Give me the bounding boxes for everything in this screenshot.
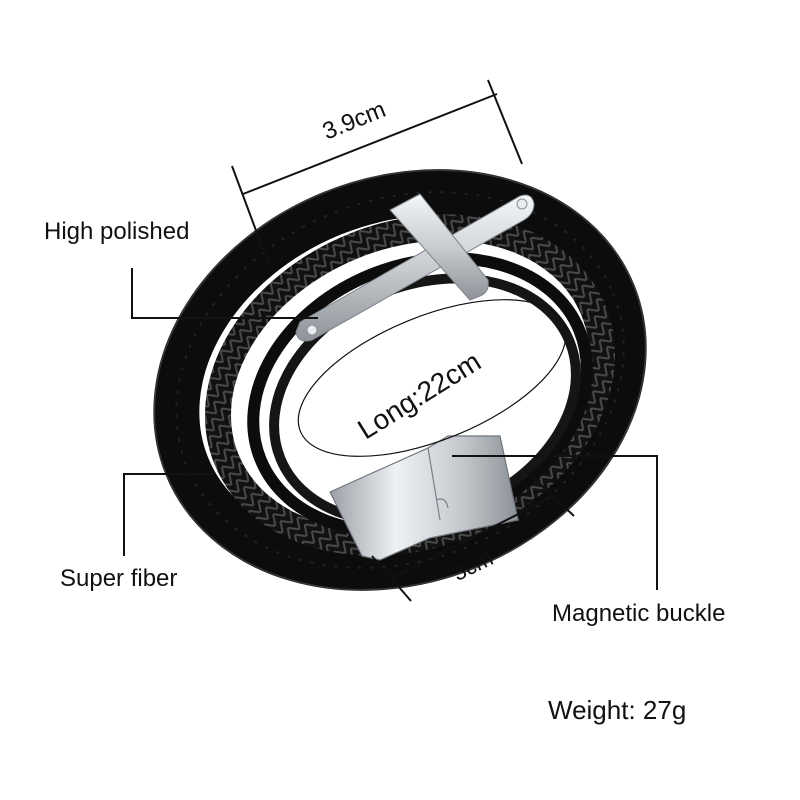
- width-dimension-label: 3.9cm: [319, 96, 390, 146]
- super-fiber-callout: [123, 473, 214, 556]
- magnetic-buckle-icon: [329, 435, 519, 561]
- width-dimension-lines: [231, 79, 523, 269]
- cross-icon: [295, 193, 535, 342]
- high-polished-callout: [131, 268, 318, 319]
- length-dimension-ellipse: [297, 299, 567, 457]
- magnetic-buckle-label: Magnetic buckle: [552, 600, 726, 627]
- super-fiber-label: Super fiber: [60, 565, 178, 592]
- magnetic-buckle-callout: [452, 455, 658, 590]
- weight-label: Weight: 27g: [548, 695, 687, 725]
- high-polished-label: High polished: [44, 218, 190, 245]
- bracelet: [153, 169, 647, 591]
- buckle-dimension-lines: [371, 469, 575, 602]
